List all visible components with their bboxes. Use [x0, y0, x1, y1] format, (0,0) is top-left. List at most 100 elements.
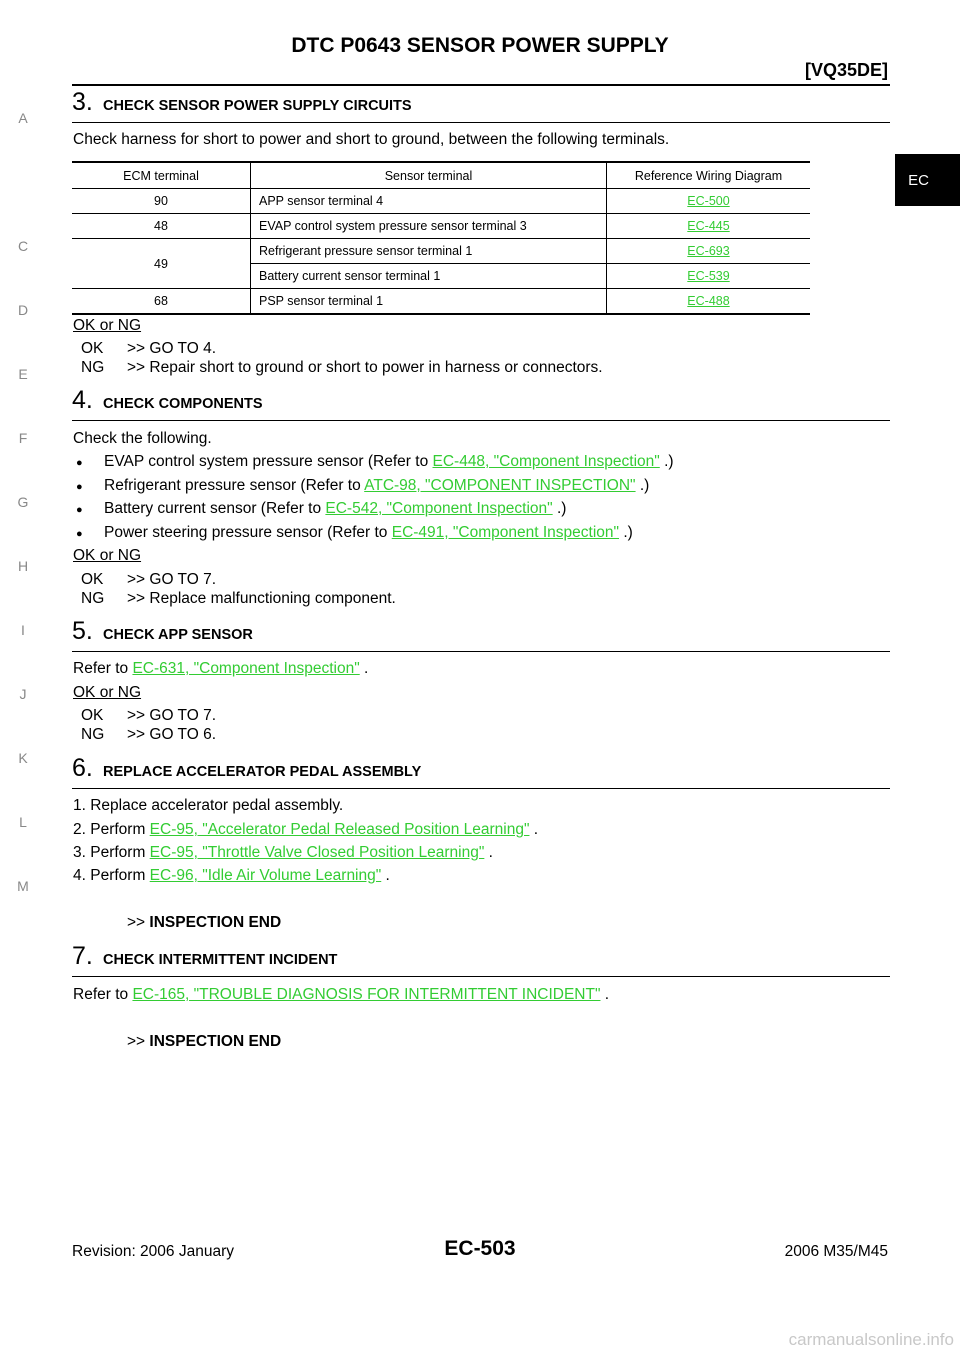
column-header: Reference Wiring Diagram	[606, 161, 810, 189]
index-letter-l[interactable]: L	[19, 814, 27, 830]
end-arrow: >>	[127, 1033, 146, 1050]
column-header: ECM terminal	[72, 161, 251, 189]
step-7-heading: 7. CHECK INTERMITTENT INCIDENT	[72, 942, 890, 977]
sensor-terminal-cell: Battery current sensor terminal 1	[250, 263, 607, 289]
ok-key: OK	[81, 707, 104, 724]
wiring-diagram-link[interactable]: EC-445	[687, 219, 730, 233]
step-4-heading: 4. CHECK COMPONENTS	[72, 386, 890, 421]
step-5-heading: 5. CHECK APP SENSOR	[72, 617, 890, 652]
table-row: Battery current sensor terminal 1 EC-539	[72, 263, 810, 289]
index-letter-i[interactable]: I	[21, 622, 25, 638]
end-arrow: >>	[127, 914, 146, 931]
engine-code: [VQ35DE]	[804, 60, 888, 80]
page-title: DTC P0643 SENSOR POWER SUPPLY	[291, 34, 669, 57]
index-letter-j[interactable]: J	[19, 686, 27, 702]
item-text: .)	[552, 500, 567, 517]
list-item: Refrigerant pressure sensor (Refer to AT…	[104, 477, 649, 495]
item-text: Power steering pressure sensor (Refer to	[104, 524, 392, 541]
step-5-reference: Refer to EC-631, "Component Inspection" …	[73, 660, 368, 678]
ok-or-ng-label: OK or NG	[73, 317, 142, 334]
ref-text: .	[600, 986, 610, 1003]
trouble-diagnosis-link[interactable]: EC-165, "TROUBLE DIAGNOSIS FOR INTERMITT…	[132, 986, 601, 1003]
wiring-diagram-link[interactable]: EC-693	[687, 244, 730, 258]
step-title: CHECK INTERMITTENT INCIDENT	[103, 952, 338, 968]
line-text: .	[529, 821, 539, 838]
ng-key: NG	[81, 359, 105, 376]
index-letter-c[interactable]: C	[17, 238, 29, 254]
component-inspection-link[interactable]: EC-542, "Component Inspection"	[325, 500, 553, 517]
index-letter-k[interactable]: K	[18, 750, 28, 766]
inspection-end: >> INSPECTION END	[127, 1033, 281, 1051]
end-text: INSPECTION END	[149, 1033, 282, 1050]
sensor-terminal-cell: Refrigerant pressure sensor terminal 1	[250, 238, 607, 264]
procedure-line-2: 2. Perform EC-95, "Accelerator Pedal Rel…	[73, 821, 538, 839]
sensor-terminal-cell: PSP sensor terminal 1	[250, 288, 607, 315]
wiring-diagram-link[interactable]: EC-500	[687, 194, 730, 208]
index-letter-a[interactable]: A	[18, 110, 28, 126]
ecm-terminal-cell: 90	[72, 188, 251, 214]
index-letter-d[interactable]: D	[17, 302, 29, 318]
ok-action: >> GO TO 7.	[127, 571, 217, 588]
list-item: Battery current sensor (Refer to EC-542,…	[104, 500, 566, 518]
step-7-reference: Refer to EC-165, "TROUBLE DIAGNOSIS FOR …	[73, 986, 609, 1004]
ok-key: OK	[81, 340, 104, 357]
page-number: EC-503	[444, 1237, 516, 1260]
item-text: EVAP control system pressure sensor (Ref…	[104, 453, 433, 470]
index-letter-g[interactable]: G	[17, 494, 29, 510]
step-4-intro: Check the following.	[73, 430, 212, 447]
ok-key: OK	[81, 571, 104, 588]
step-number: 6.	[72, 754, 93, 782]
item-text: .)	[635, 477, 650, 494]
terminal-table: ECM terminal Sensor terminal Reference W…	[72, 161, 810, 315]
component-inspection-link[interactable]: ATC-98, "COMPONENT INSPECTION"	[364, 477, 636, 494]
line-text: 4. Perform	[73, 867, 150, 884]
wiring-diagram-link[interactable]: EC-488	[687, 294, 730, 308]
ok-action: >> GO TO 7.	[127, 707, 217, 724]
index-letter-h[interactable]: H	[17, 558, 29, 574]
ok-or-ng-label: OK or NG	[73, 547, 142, 564]
end-text: INSPECTION END	[149, 914, 282, 931]
component-inspection-link[interactable]: EC-491, "Component Inspection"	[391, 524, 620, 541]
ng-action: >> Repair short to ground or short to po…	[127, 359, 603, 376]
step-number: 7.	[72, 942, 93, 970]
vehicle-model: 2006 M35/M45	[784, 1243, 888, 1260]
component-inspection-link[interactable]: EC-631, "Component Inspection"	[132, 660, 360, 677]
bullet-icon: ●	[76, 504, 83, 516]
watermark: carmanualsonline.info	[788, 1330, 954, 1349]
step-3-intro: Check harness for short to power and sho…	[73, 131, 670, 148]
table-header-row: ECM terminal Sensor terminal Reference W…	[72, 161, 810, 189]
step-title: REPLACE ACCELERATOR PEDAL ASSEMBLY	[103, 764, 422, 780]
ref-text: Refer to	[73, 986, 133, 1003]
table-row: 48 EVAP control system pressure sensor t…	[72, 213, 810, 239]
wiring-diagram-link[interactable]: EC-539	[687, 269, 730, 283]
ng-key: NG	[81, 726, 105, 743]
ref-text: Refer to	[73, 660, 133, 677]
step-title: CHECK SENSOR POWER SUPPLY CIRCUITS	[103, 98, 412, 114]
index-letter-f[interactable]: F	[18, 430, 28, 446]
list-item: Power steering pressure sensor (Refer to…	[104, 524, 633, 542]
step-3-heading: 3. CHECK SENSOR POWER SUPPLY CIRCUITS	[72, 88, 890, 123]
learning-procedure-link[interactable]: EC-95, "Accelerator Pedal Released Posit…	[149, 821, 530, 838]
index-letter-m[interactable]: M	[17, 878, 29, 894]
inspection-end: >> INSPECTION END	[127, 914, 281, 932]
ecm-terminal-cell: 49	[72, 238, 251, 289]
ng-action: >> GO TO 6.	[127, 726, 217, 743]
item-text: .)	[619, 524, 633, 541]
index-tab-ec-active[interactable]: EC	[895, 154, 960, 206]
step-number: 3.	[72, 88, 93, 116]
step-title: CHECK APP SENSOR	[103, 627, 253, 643]
step-title: CHECK COMPONENTS	[103, 396, 263, 412]
step-number: 5.	[72, 617, 93, 645]
ok-or-ng-label: OK or NG	[73, 684, 142, 701]
table-row: 49 Refrigerant pressure sensor terminal …	[72, 238, 810, 289]
index-letter-e[interactable]: E	[18, 366, 28, 382]
item-text: Refrigerant pressure sensor (Refer to	[104, 477, 365, 494]
item-text: Battery current sensor (Refer to	[104, 500, 326, 517]
bullet-icon: ●	[76, 457, 83, 469]
procedure-line-1: 1. Replace accelerator pedal assembly.	[73, 797, 344, 814]
learning-procedure-link[interactable]: EC-96, "Idle Air Volume Learning"	[149, 867, 382, 884]
component-inspection-link[interactable]: EC-448, "Component Inspection"	[432, 453, 660, 470]
ng-key: NG	[81, 590, 105, 607]
revision-date: Revision: 2006 January	[72, 1243, 234, 1260]
learning-procedure-link[interactable]: EC-95, "Throttle Valve Closed Position L…	[149, 844, 485, 861]
